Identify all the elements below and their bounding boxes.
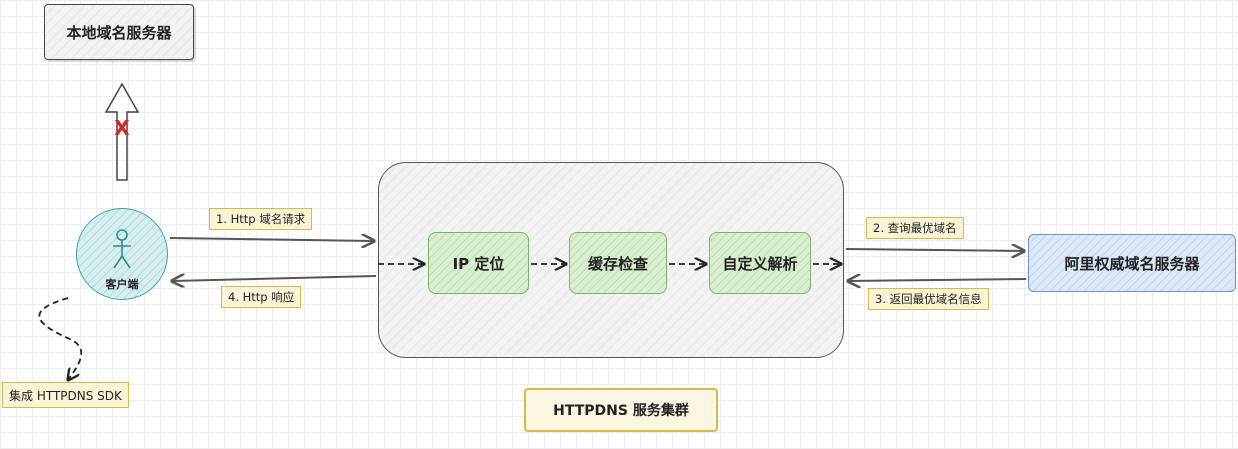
response-arrow <box>172 276 377 281</box>
query-arrow <box>845 249 1024 251</box>
client-label: 客户端 <box>105 278 139 291</box>
cache-check-step: 缓存检查 <box>569 232 667 294</box>
cluster-title-label: HTTPDNS 服务集群 <box>553 403 689 419</box>
ali-authoritative-dns: 阿里权威域名服务器 <box>1028 234 1236 292</box>
person-icon <box>113 229 131 269</box>
cache-check-label: 缓存检查 <box>587 254 648 273</box>
blocked-mark: X <box>114 116 130 140</box>
request-arrow <box>169 238 374 241</box>
local-dns-label: 本地域名服务器 <box>66 23 172 42</box>
http-request-label: 1. Http 域名请求 <box>209 208 313 230</box>
up-arrow-icon <box>104 82 140 181</box>
return-arrow <box>848 279 1027 281</box>
local-dns-server: 本地域名服务器 <box>44 4 194 60</box>
sdk-note: 集成 HTTPDNS SDK <box>2 382 129 408</box>
http-response-label: 4. Http 响应 <box>221 286 302 308</box>
ip-locate-label: IP 定位 <box>452 254 505 273</box>
custom-resolve-label: 自定义解析 <box>722 254 798 273</box>
sdk-arrow <box>38 297 83 380</box>
custom-resolve-step: 自定义解析 <box>709 232 811 294</box>
query-best-label: 2. 查询最优域名 <box>866 217 964 239</box>
ip-locate-step: IP 定位 <box>428 232 529 294</box>
cluster-title: HTTPDNS 服务集群 <box>524 388 718 432</box>
ali-dns-label: 阿里权威域名服务器 <box>1064 254 1200 273</box>
return-best-label: 3. 返回最优域名信息 <box>868 288 989 310</box>
